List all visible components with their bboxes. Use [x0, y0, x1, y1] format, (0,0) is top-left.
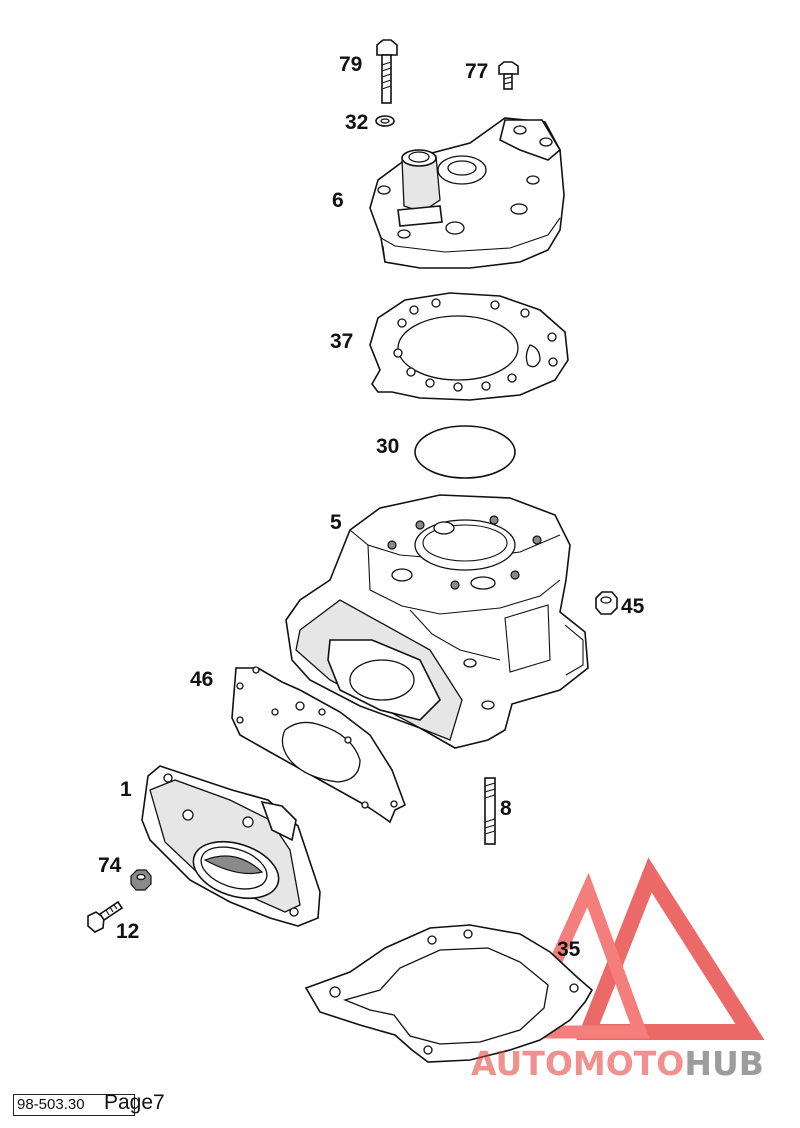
callout-1: 1: [120, 778, 132, 801]
nut-74: [130, 869, 152, 891]
head-gasket-37: [369, 292, 569, 401]
bolt-79: [376, 39, 398, 104]
callout-12: 12: [116, 920, 139, 943]
watermark-text-automoto: AUTOMOTO: [471, 1044, 685, 1083]
callout-79: 79: [339, 53, 362, 76]
washer-32: [375, 115, 395, 127]
gasket-46: [231, 666, 406, 824]
o-ring-30: [414, 425, 516, 479]
callout-45: 45: [621, 595, 645, 618]
watermark-text: AUTOMOTOHUB: [471, 1044, 764, 1083]
callout-74: 74: [98, 854, 122, 877]
callout-5: 5: [330, 511, 342, 534]
callout-labels: 79 77 32 6 37 30 5 45 46 1 8 74 12 35: [98, 53, 645, 961]
cylinder-5: [285, 494, 589, 749]
bolt-77: [498, 61, 519, 90]
callout-8: 8: [500, 797, 512, 820]
nut-45: [595, 591, 618, 615]
callout-30: 30: [376, 435, 399, 458]
page-number: Page7: [104, 1091, 165, 1114]
base-gasket-35: [304, 924, 594, 1063]
callout-46: 46: [190, 668, 213, 691]
watermark-text-hub: HUB: [684, 1044, 764, 1083]
bolt-12: [87, 900, 124, 933]
callout-32: 32: [345, 111, 368, 134]
callout-35: 35: [557, 938, 581, 961]
callout-6: 6: [332, 189, 344, 212]
callout-37: 37: [330, 330, 353, 353]
cylinder-head-6: [369, 117, 565, 269]
document-code-box: 98-503.30: [13, 1094, 135, 1116]
callout-77: 77: [465, 60, 488, 83]
intake-flange-1: [141, 765, 321, 927]
stud-8: [484, 777, 496, 845]
